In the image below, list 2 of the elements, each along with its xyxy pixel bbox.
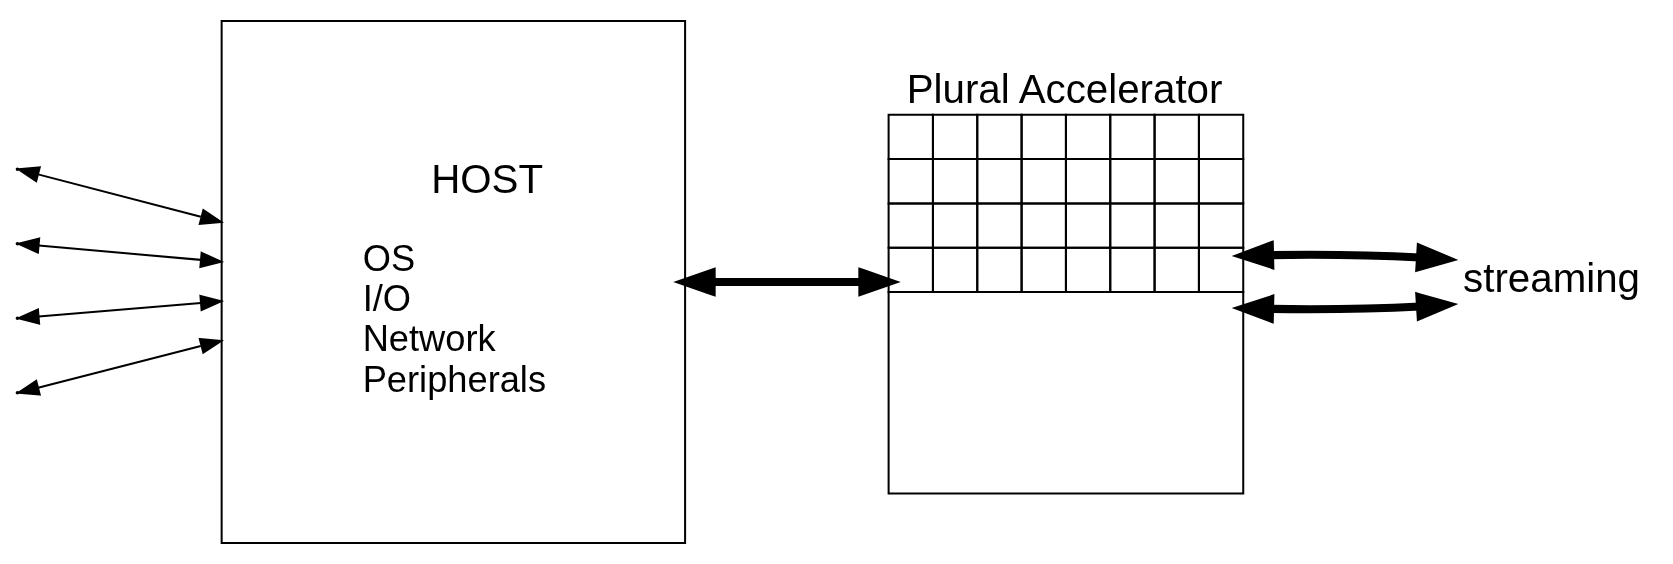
node-text: streaming <box>1463 256 1640 302</box>
node-label: Plural Accelerator <box>906 66 1223 112</box>
